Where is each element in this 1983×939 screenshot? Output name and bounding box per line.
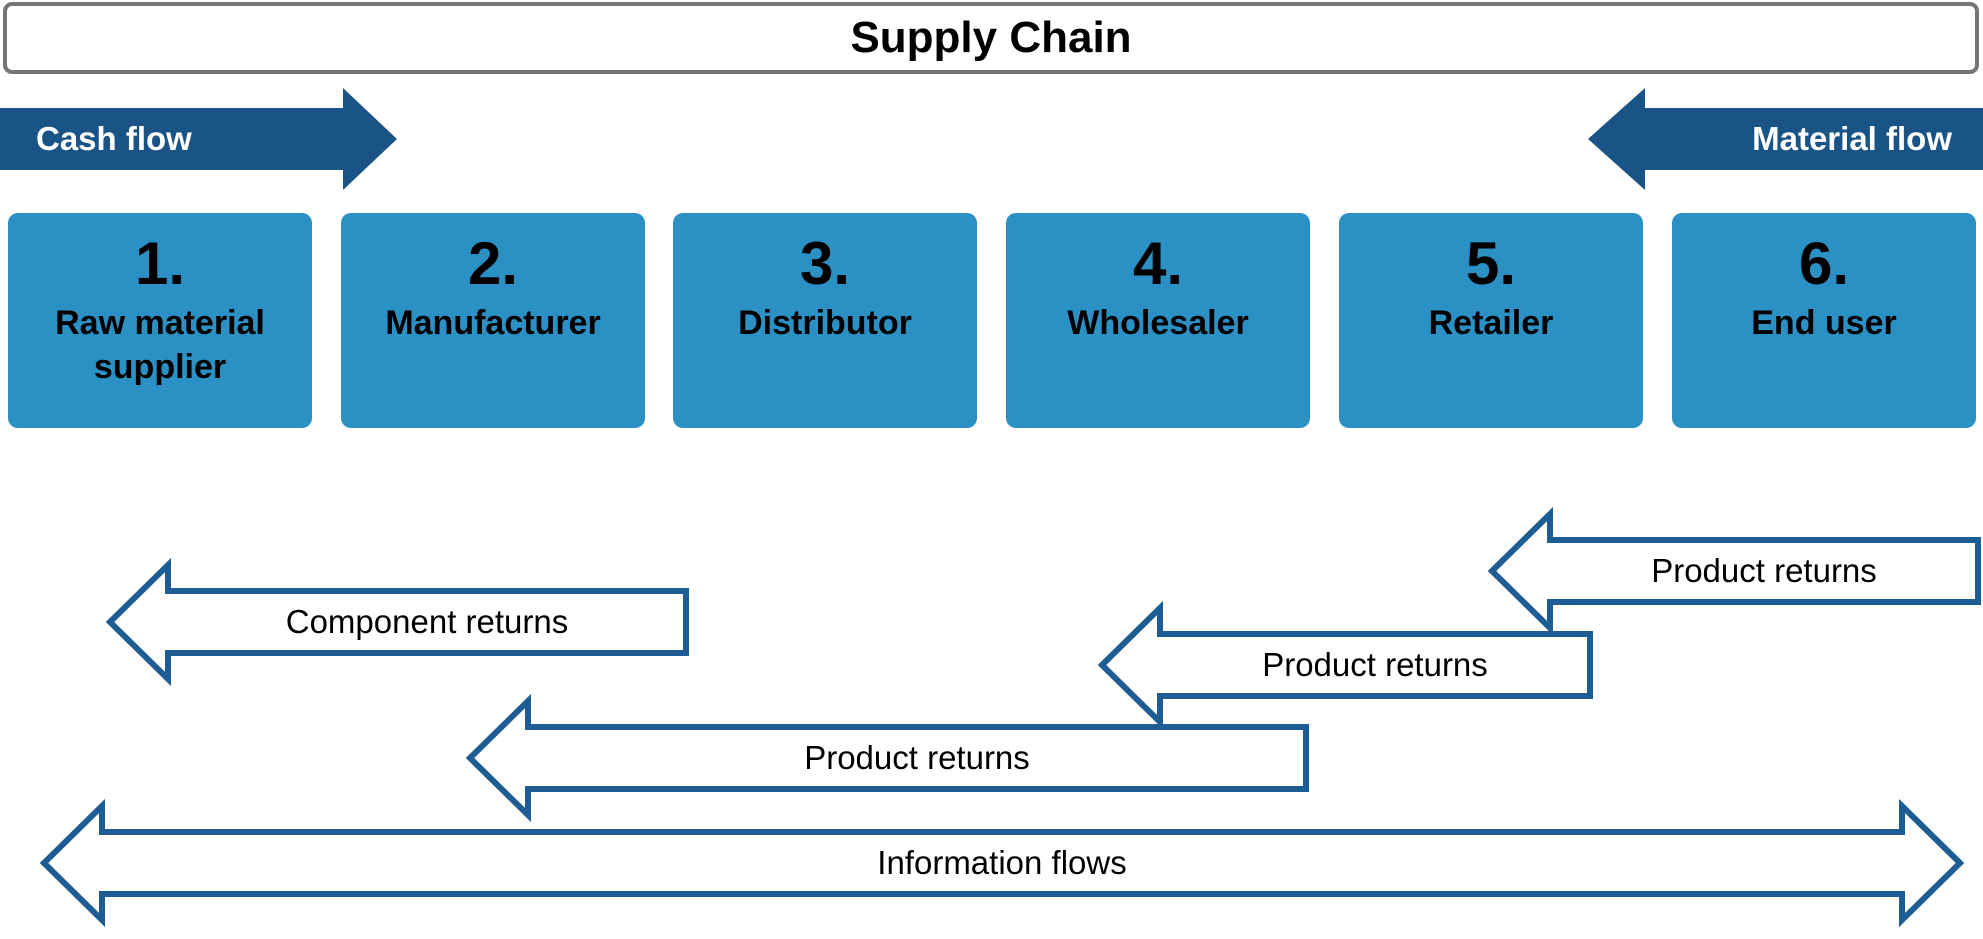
material-flow-arrow: [1588, 88, 1983, 190]
stage-box-wholesaler: 4. Wholesaler: [1006, 213, 1310, 428]
product-returns-arrow-2: [1097, 600, 1593, 730]
title-bar: Supply Chain: [3, 2, 1979, 74]
stage-name: Retailer: [1428, 304, 1554, 342]
product-returns-label-3: Product returns: [804, 739, 1030, 776]
stage-box-manufacturer: 2. Manufacturer: [341, 213, 645, 428]
stage-box-end-user: 6. End user: [1672, 213, 1976, 428]
stage-number: 3.: [799, 230, 851, 297]
product-returns-arrow-1: [1487, 506, 1981, 636]
product-returns-label-1: Product returns: [1651, 552, 1877, 589]
stage-number: 6.: [1798, 230, 1850, 297]
stage-name: End user: [1751, 304, 1897, 342]
stage-number: 4.: [1132, 230, 1184, 297]
product-returns-arrow-3: [465, 693, 1309, 823]
stage-name: Raw material supplier: [55, 304, 265, 386]
stage-number: 2.: [467, 230, 519, 297]
stage-name: Distributor: [738, 304, 912, 342]
cash-flow-label: Cash flow: [36, 120, 192, 157]
information-flows-label: Information flows: [877, 844, 1127, 881]
stage-name: Wholesaler: [1067, 304, 1249, 342]
information-flows-arrow: [39, 798, 1965, 928]
stage-number: 1.: [134, 230, 186, 297]
product-returns-label-2: Product returns: [1262, 646, 1488, 683]
stage-number: 5.: [1465, 230, 1517, 297]
component-returns-arrow: [105, 557, 689, 687]
page-title: Supply Chain: [850, 13, 1132, 62]
stage-box-retailer: 5. Retailer: [1339, 213, 1643, 428]
stage-name: Manufacturer: [385, 304, 601, 342]
component-returns-label: Component returns: [285, 603, 569, 640]
stage-box-distributor: 3. Distributor: [673, 213, 977, 428]
stage-box-raw-material-supplier: 1. Raw material supplier: [8, 213, 312, 428]
cash-flow-arrow: [0, 88, 397, 190]
material-flow-label: Material flow: [1752, 120, 1952, 157]
